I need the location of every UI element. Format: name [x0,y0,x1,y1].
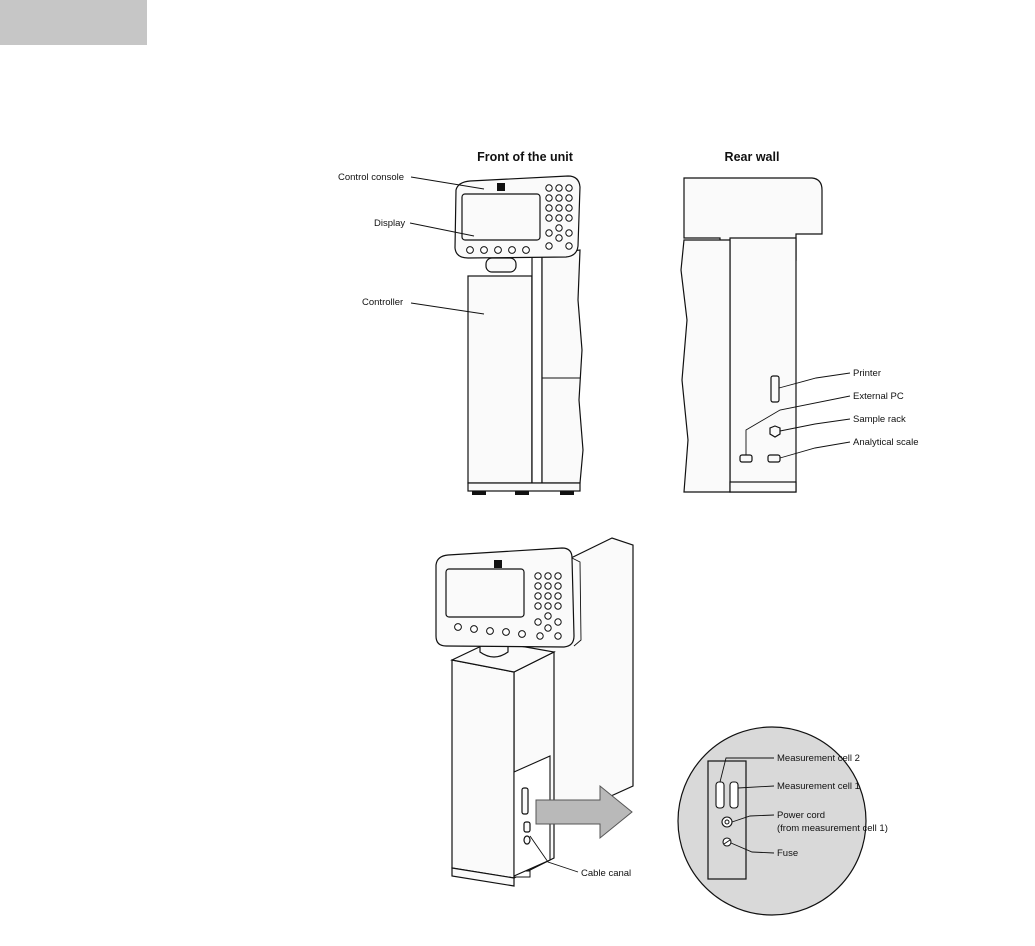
printer-port-icon [770,375,780,403]
front-view: Front of the unit Control console [338,150,584,495]
label-display: Display [374,218,405,229]
controller-body [467,275,533,484]
label-power-cord-note: (from measurement cell 1) [777,823,888,834]
iso-controller-front [451,659,515,879]
label-control-console: Control console [338,172,404,183]
measurement-cell-1-port-icon [729,781,739,809]
detail-arrow-icon [535,784,633,840]
rear-view: Rear wall Printer External PC Sample rac… [680,150,918,493]
external-pc-port-icon [739,454,753,463]
detail-magnifier: Measurement cell 2 Measurement cell 1 Po… [677,726,888,916]
label-measurement-cell-1: Measurement cell 1 [777,781,860,792]
label-controller: Controller [362,297,403,308]
isometric-view: Cable canal [435,537,634,887]
label-measurement-cell-2: Measurement cell 2 [777,753,860,764]
iso-display-screen [445,568,525,618]
measurement-cell-2-port-icon [715,781,725,809]
label-external-pc: External PC [853,391,904,402]
rear-title: Rear wall [725,150,780,164]
rear-body [729,237,797,493]
label-cable-canal: Cable canal [581,868,631,879]
label-sample-rack: Sample rack [853,414,906,425]
iso-brand-logo-icon [494,560,502,568]
label-printer: Printer [853,368,881,379]
front-title: Front of the unit [477,150,574,164]
brand-logo-icon [497,183,505,191]
label-analytical-scale: Analytical scale [853,437,918,448]
analytical-scale-port-icon [767,454,781,463]
label-fuse: Fuse [777,848,798,859]
display-screen [461,193,541,241]
label-power-cord: Power cord [777,810,825,821]
page-corner-tab [0,0,147,45]
sample-rack-port-icon [769,425,781,438]
power-cord-port-icon [721,816,733,828]
